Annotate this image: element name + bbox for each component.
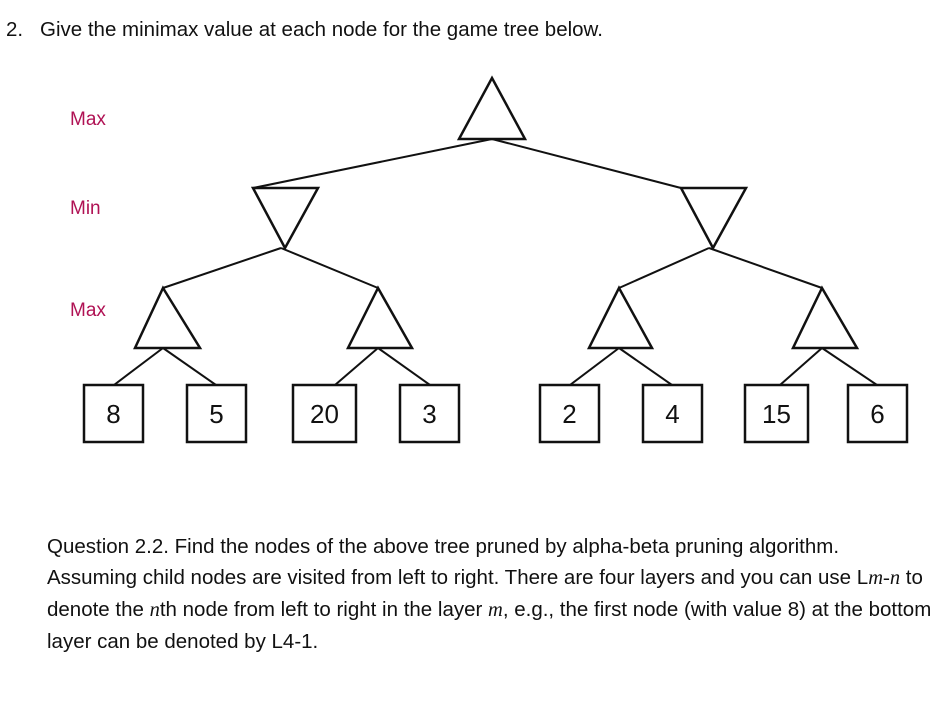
leaf-value-1: 8	[106, 399, 120, 429]
leaf-value-7: 15	[762, 399, 791, 429]
edge-min-right-to-max-4	[708, 247, 823, 289]
leaf-node-5[interactable]: 2	[538, 383, 601, 444]
leaf-value-5: 2	[562, 399, 576, 429]
level-label-max-bottom: Max	[70, 300, 106, 321]
closing-text-part1: Question 2.2. Find the nodes of the abov…	[47, 535, 869, 589]
edge-max-1-to-leaf-1	[113, 347, 164, 386]
variable-m-n: m-n	[868, 567, 901, 589]
edge-min-right-to-max-3	[618, 247, 710, 289]
leaf-node-2[interactable]: 5	[185, 383, 248, 444]
leaf-box-2[interactable]	[185, 383, 248, 444]
leaf-value-8: 6	[870, 399, 884, 429]
leaf-node-8[interactable]: 6	[846, 383, 909, 444]
edge-max-3-to-leaf-6	[618, 347, 673, 386]
leaf-value-4: 3	[422, 399, 436, 429]
leaf-value-2: 5	[209, 399, 223, 429]
leaf-node-1[interactable]: 8	[82, 383, 145, 444]
leaf-box-1[interactable]	[82, 383, 145, 444]
game-tree-svg: 8 5 20 3 2 4 1	[82, 75, 909, 444]
closing-text-part4: , e.g., the first node (with value 8) at…	[47, 598, 932, 653]
edge-root-to-min-right	[491, 138, 682, 189]
leaf-node-6[interactable]: 4	[641, 383, 704, 444]
edge-max-2-to-leaf-4	[377, 347, 431, 386]
edge-max-2-to-leaf-3	[334, 347, 379, 386]
level-label-max-top: Max	[70, 109, 106, 130]
node-root-max-triangle[interactable]	[456, 75, 528, 141]
node-max-2-triangle[interactable]	[345, 285, 415, 350]
game-tree-figure: Max Min Max	[0, 60, 948, 460]
leaf-nodes: 8 5 20 3 2 4 1	[82, 383, 909, 444]
node-max-3-triangle[interactable]	[586, 285, 655, 350]
leaf-box-7[interactable]	[743, 383, 810, 444]
leaf-box-8[interactable]	[846, 383, 909, 444]
leaf-value-3: 20	[310, 399, 339, 429]
leaf-node-3[interactable]: 20	[291, 383, 358, 444]
leaf-box-3[interactable]	[291, 383, 358, 444]
leaf-box-4[interactable]	[398, 383, 461, 444]
variable-m: m	[488, 599, 503, 621]
edge-max-1-to-leaf-2	[162, 347, 217, 386]
node-min-right-triangle[interactable]	[678, 186, 749, 251]
edge-min-left-to-max-1	[162, 247, 282, 289]
edge-max-3-to-leaf-5	[569, 347, 620, 386]
variable-n: n	[149, 599, 160, 621]
tree-edges	[113, 138, 878, 386]
edge-max-4-to-leaf-7	[779, 347, 823, 386]
question-heading: 2. Give the minimax value at each node f…	[6, 17, 926, 43]
node-max-1-triangle[interactable]	[133, 285, 203, 350]
leaf-box-6[interactable]	[641, 383, 704, 444]
level-label-min: Min	[70, 198, 101, 219]
leaf-node-7[interactable]: 15	[743, 383, 810, 444]
leaf-box-5[interactable]	[538, 383, 601, 444]
edge-root-to-min-left	[252, 138, 493, 189]
leaf-node-4[interactable]: 3	[398, 383, 461, 444]
leaf-value-6: 4	[665, 399, 679, 429]
edge-max-4-to-leaf-8	[821, 347, 878, 386]
node-max-4-triangle[interactable]	[791, 285, 860, 350]
edge-min-left-to-max-2	[280, 247, 379, 289]
closing-text-part3: th node from left to right in the layer	[159, 598, 489, 621]
question-number: 2.	[6, 18, 24, 41]
node-min-left-triangle[interactable]	[250, 186, 321, 251]
closing-text-part2: to denote the	[47, 566, 923, 621]
question-prompt: Give the minimax value at each node for …	[40, 18, 603, 41]
closing-paragraph: Question 2.2. Find the nodes of the abov…	[47, 531, 933, 657]
